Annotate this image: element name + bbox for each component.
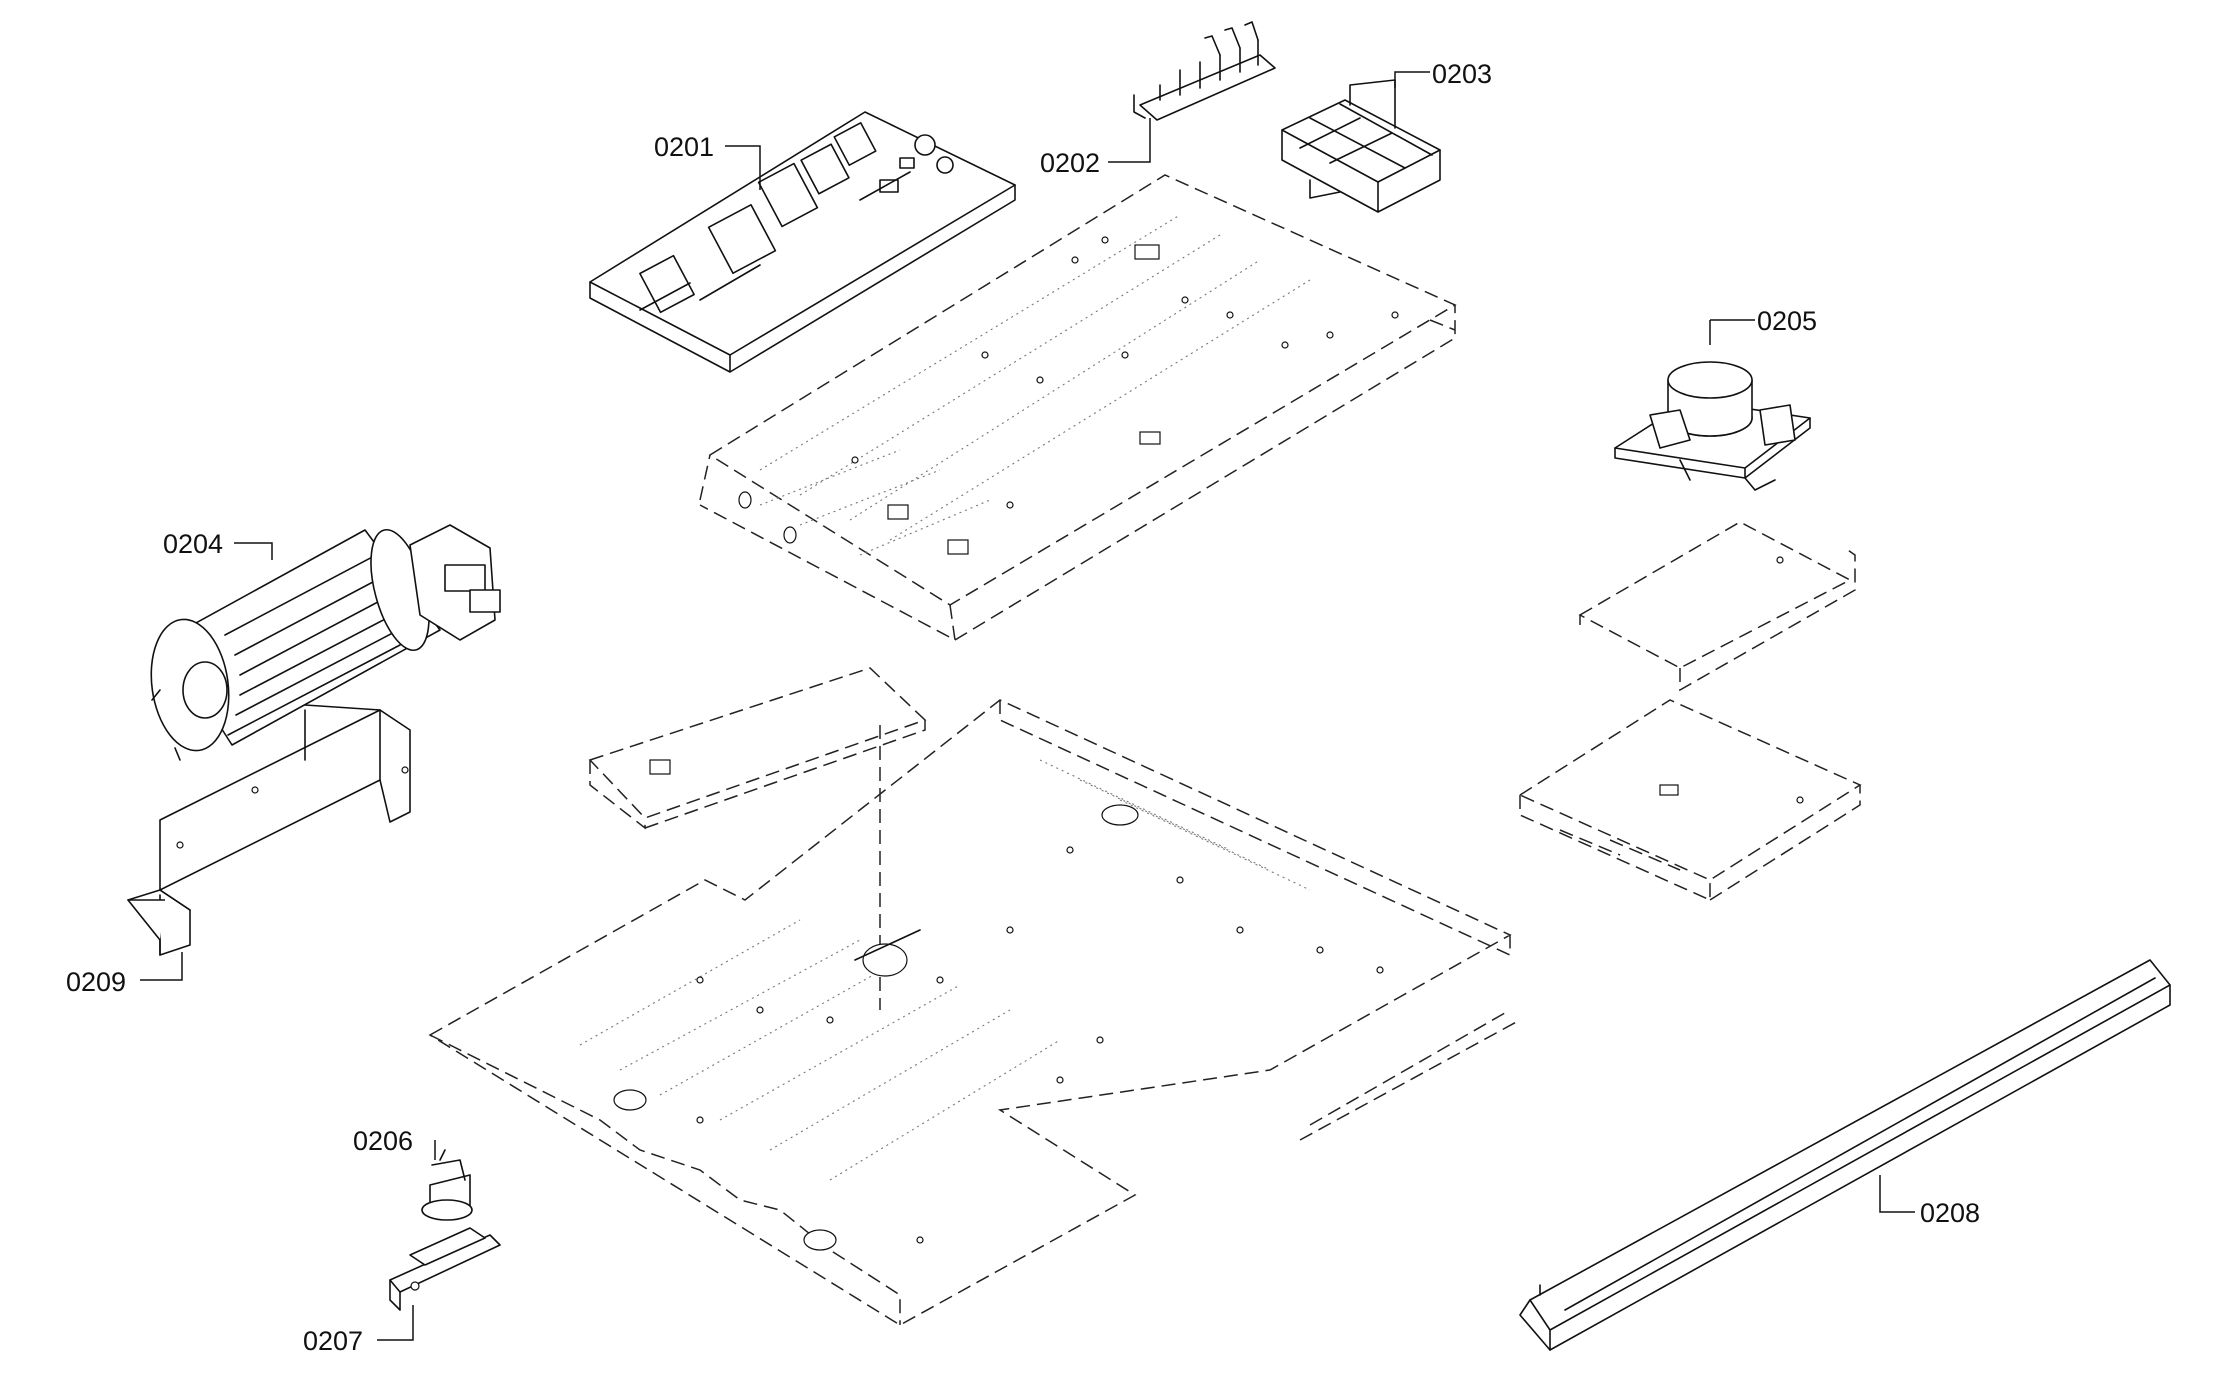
part-0206-thermal-fuse[interactable]: [421, 1149, 473, 1221]
part-0209-fan-bracket[interactable]: [127, 704, 411, 956]
callout-0206[interactable]: 0206: [353, 1126, 413, 1156]
callout-0202[interactable]: 0202: [1040, 148, 1100, 178]
part-0203-connector-housing[interactable]: [1281, 79, 1441, 213]
floor-pan: [428, 699, 1521, 1326]
callout-0208[interactable]: 0208: [1920, 1198, 1980, 1228]
part-0204-fan-motor[interactable]: [143, 524, 501, 761]
callout-0204[interactable]: 0204: [163, 529, 223, 559]
leader-lines: [140, 71, 1915, 1341]
part-0207-fuse-bracket[interactable]: [389, 1227, 501, 1311]
part-0202-terminal-block[interactable]: [1133, 21, 1276, 121]
callout-0203[interactable]: 0203: [1432, 59, 1492, 89]
upper-cover-panel: [699, 174, 1457, 642]
part-0208-trim-strip[interactable]: [1519, 959, 2171, 1351]
callout-0209[interactable]: 0209: [66, 967, 126, 997]
callout-0201[interactable]: 0201: [654, 132, 714, 162]
right-bracket-upper: [1578, 521, 1856, 692]
callout-0207[interactable]: 0207: [303, 1326, 363, 1356]
right-bracket-lower: [1518, 699, 1862, 902]
callout-labels: 0201 0202 0203 0204 0205 0206 0207 0208 …: [66, 59, 1980, 1356]
part-0205-motor-assembly[interactable]: [1614, 361, 1811, 491]
callout-0205[interactable]: 0205: [1757, 306, 1817, 336]
part-0201-control-board[interactable]: [589, 111, 1016, 373]
